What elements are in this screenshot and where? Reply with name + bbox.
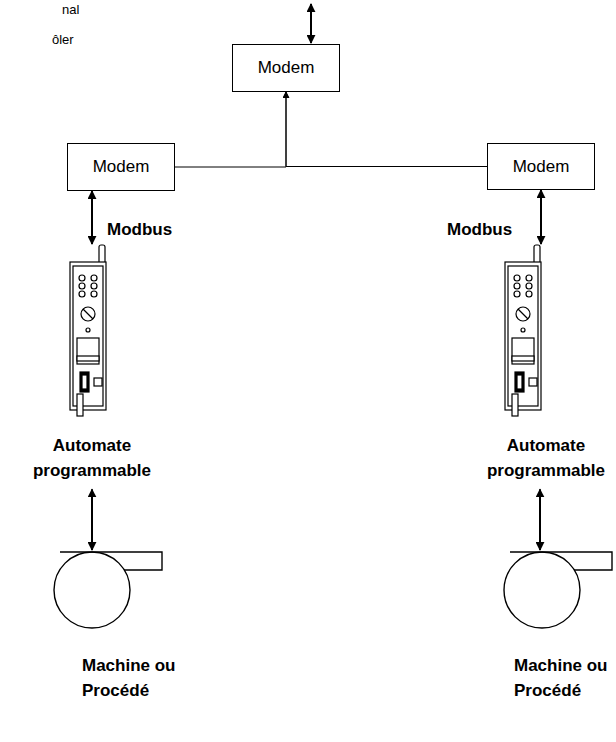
uplink-arrow [310, 4, 312, 43]
pump-illustration [50, 550, 190, 648]
box-label: Modem [93, 157, 150, 177]
connector [91, 191, 93, 244]
connector [175, 92, 286, 167]
device-caption: Automate programmable [22, 434, 162, 483]
machine-process: Machine ou Procédé [500, 550, 615, 705]
cropped-note: nal [62, 2, 79, 17]
protocol-label: Modbus [445, 220, 514, 240]
box-label: Modem [258, 58, 315, 78]
plc-illustration [22, 244, 162, 428]
modem-box: Modem [67, 143, 175, 191]
modem-box: Modem [232, 44, 340, 92]
plc-device: Automate programmable [22, 244, 162, 485]
protocol-label: Modbus [105, 220, 174, 240]
device-caption: Automate programmable [481, 434, 611, 483]
machine-process: Machine ou Procédé [50, 550, 190, 705]
modem-box: Modem [487, 143, 595, 190]
connector [91, 489, 93, 550]
plc-device: Automate programmable [481, 244, 611, 485]
cropped-note: ôler [52, 32, 74, 47]
connector [540, 190, 542, 244]
box-label: Modem [513, 157, 570, 177]
plc-illustration [481, 244, 611, 428]
device-caption: Machine ou Procédé [82, 654, 190, 703]
device-caption: Machine ou Procédé [514, 654, 615, 703]
connector [286, 92, 487, 167]
connector [539, 489, 541, 550]
pump-illustration [500, 550, 615, 648]
